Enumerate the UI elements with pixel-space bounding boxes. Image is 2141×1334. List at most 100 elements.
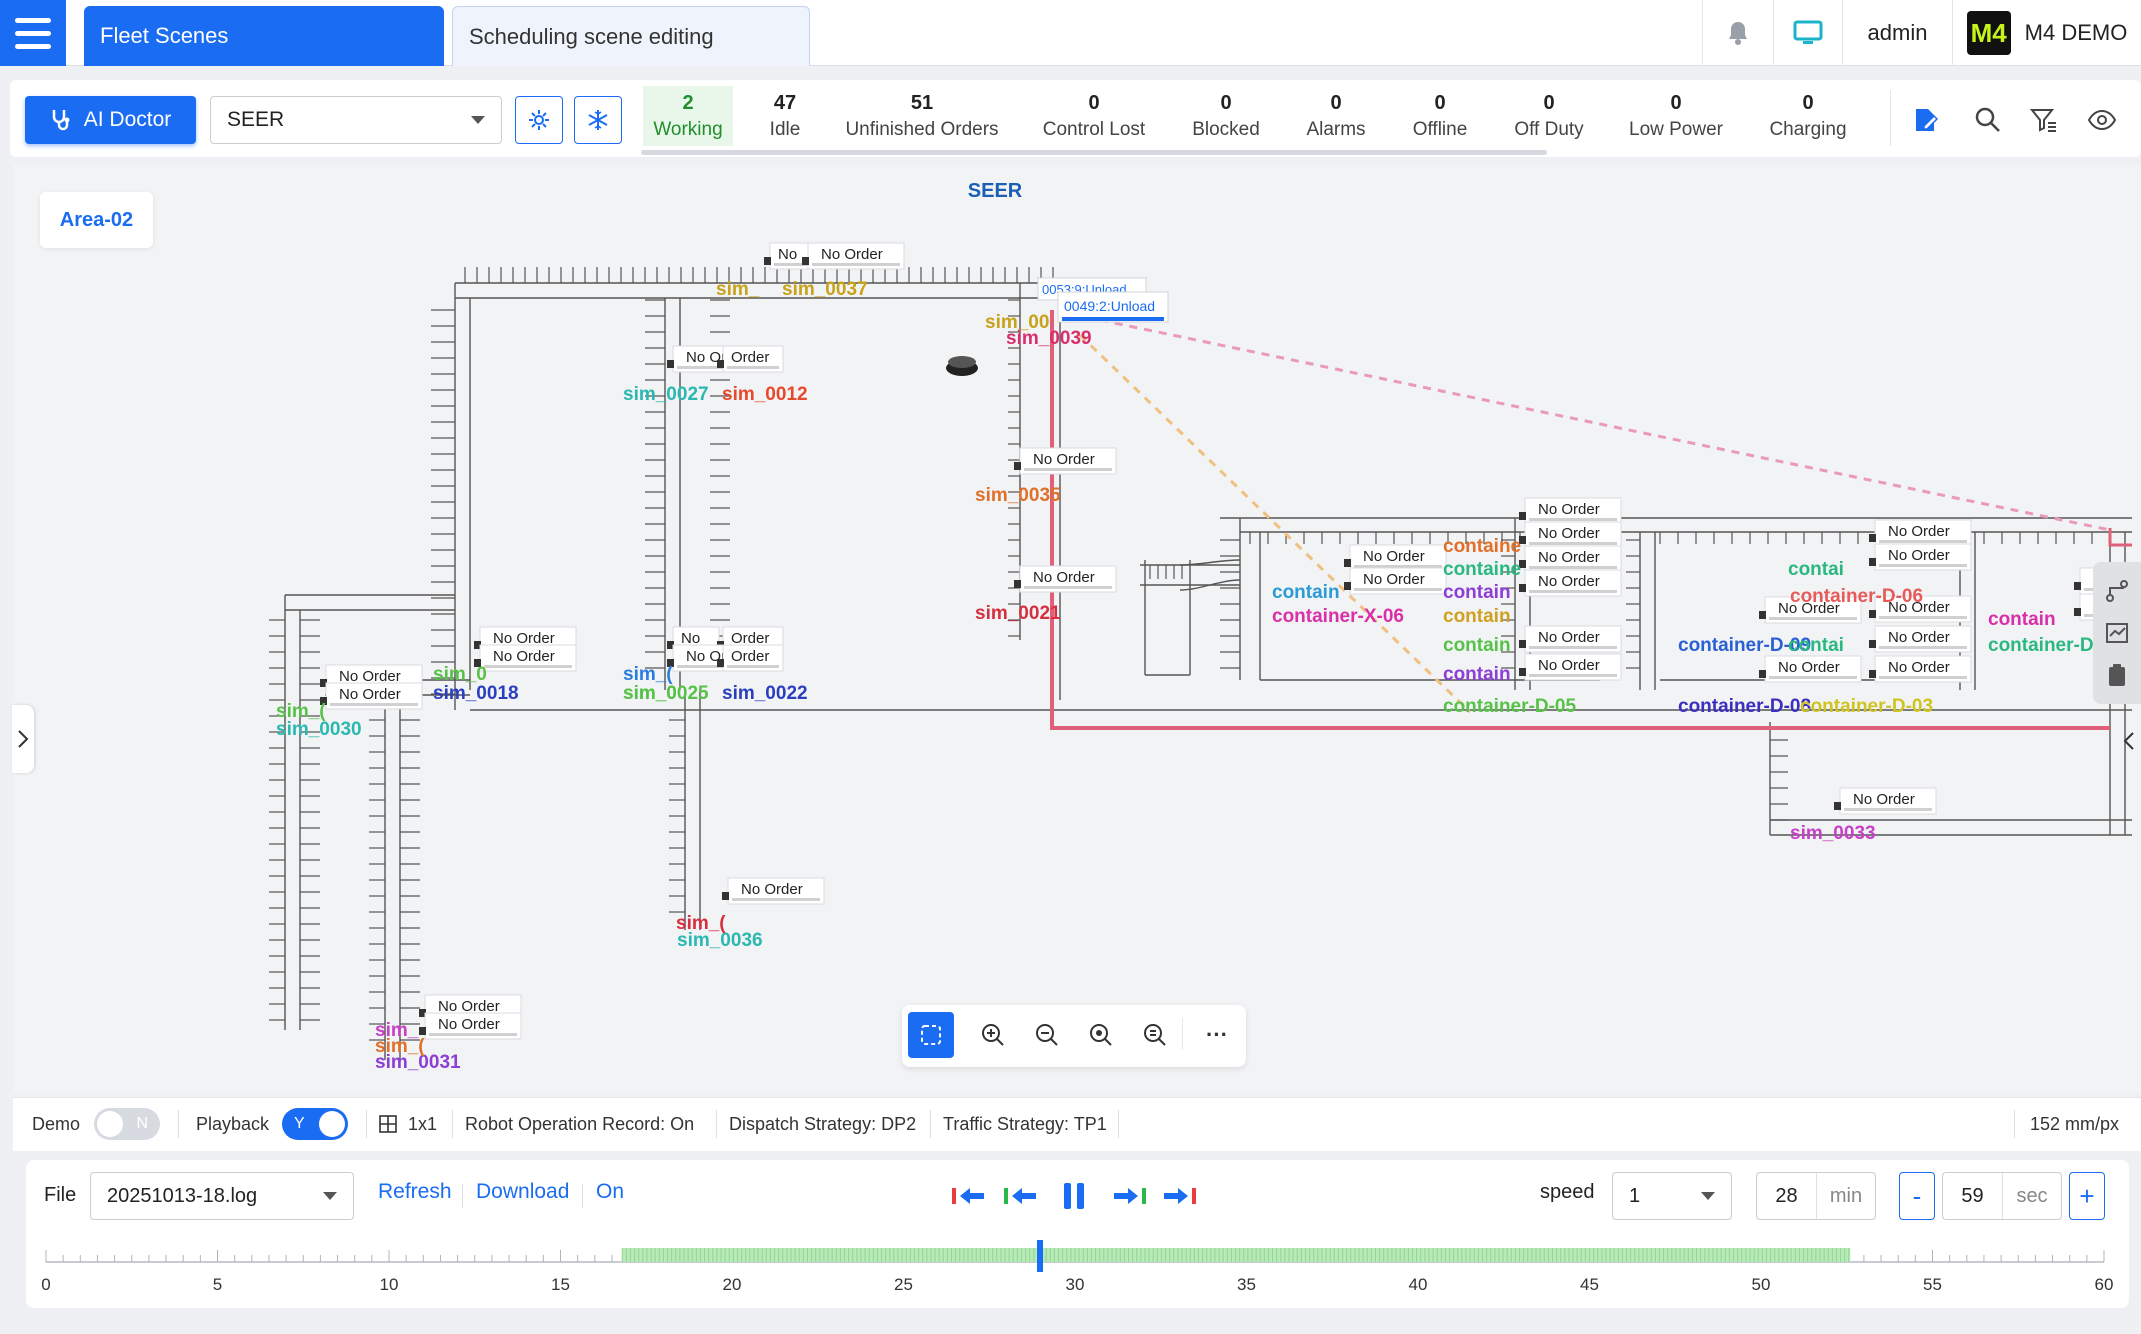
robot-label[interactable]: sim_0027 [623,384,709,405]
no-order-box[interactable]: No Order [474,644,577,672]
robot-label[interactable]: sim_0030 [276,719,362,740]
robot-label[interactable]: sim_( [676,913,726,934]
robot-label[interactable]: sim_( [623,664,673,685]
jump-to-start-button[interactable] [948,1176,988,1216]
no-order-box[interactable]: No Order [1869,625,1972,653]
no-order-box[interactable]: No Order [1834,787,1937,815]
no-order-box[interactable]: No Order [1869,595,1972,623]
stat-charging[interactable]: 0 Charging [1756,86,1860,146]
container-label[interactable]: container-D-0 [1988,635,2110,656]
edit-scene-button[interactable] [1906,100,1946,140]
no-order-box[interactable]: No Order [1519,521,1622,549]
zoom-reset-button[interactable] [1132,1012,1178,1058]
robot-label[interactable]: sim_00 [985,312,1049,333]
grid-setting[interactable]: 1x1 [378,1097,437,1151]
refresh-link[interactable]: Refresh [378,1180,452,1203]
route-icon[interactable] [2104,578,2130,604]
chart-icon[interactable] [2104,620,2130,646]
container-label[interactable]: container-D-06 [1790,586,1923,607]
on-link[interactable]: On [596,1180,625,1203]
robot-icon[interactable] [946,356,978,376]
robot-label[interactable]: sim_0 [623,683,677,704]
container-label[interactable]: container-D-03 [1800,696,1933,717]
robot-label[interactable]: sim_0018 [433,683,519,704]
container-label[interactable]: contai [1788,559,1844,580]
no-order-box[interactable]: No Order [1519,545,1622,573]
notifications-button[interactable] [1702,0,1773,66]
no-order-box[interactable]: No Order [1344,567,1447,595]
left-panel-toggle[interactable] [12,705,34,773]
no-order-box[interactable]: No Order [1519,625,1622,653]
tab-fleet-scenes[interactable]: Fleet Scenes [84,6,444,66]
brand[interactable]: M4 M4 DEMO [1952,0,2141,66]
robot-label[interactable]: sim_0033 [1790,823,1876,844]
box-select-button[interactable] [908,1012,954,1058]
monitor-button[interactable] [1773,0,1842,66]
no-order-box[interactable]: No Order [1869,655,1972,683]
user-name[interactable]: admin [1842,0,1952,66]
ai-doctor-button[interactable]: AI Doctor [25,96,196,144]
task-label-2[interactable]: 0049:2:Unload [1057,291,1169,323]
stat-blocked[interactable]: 0 Blocked [1180,86,1272,146]
stat-control-lost[interactable]: 0 Control Lost [1030,86,1158,146]
right-panel-collapse[interactable] [2118,724,2140,758]
menu-icon[interactable] [0,0,66,66]
container-label[interactable]: contain [1988,609,2056,630]
step-forward-button[interactable] [1110,1176,1150,1216]
no-order-box[interactable]: Order [717,345,784,373]
no-order-box[interactable]: No Order [1869,519,1972,547]
robot-label[interactable]: sim_ [375,1020,419,1041]
stat-offline[interactable]: 0 Offline [1396,86,1484,146]
no-order-box[interactable]: Order [717,644,784,672]
robot-label[interactable]: sim_0036 [677,930,763,951]
container-label[interactable]: container-D-05 [1443,696,1576,717]
download-link[interactable]: Download [476,1180,570,1203]
robot-label[interactable]: sim_0037 [782,279,868,300]
robot-label[interactable]: sim_0035 [975,485,1061,506]
settings-button[interactable] [515,96,563,144]
stat-alarms[interactable]: 0 Alarms [1292,86,1380,146]
robot-label[interactable]: sim_( [276,701,326,722]
no-order-box[interactable]: No Order [1519,497,1622,525]
container-label[interactable]: contain [1443,664,1511,685]
playback-toggle[interactable]: Y [282,1108,348,1140]
no-order-box[interactable]: No Order [1344,544,1447,572]
stat-idle[interactable]: 47 Idle [745,86,825,146]
jump-to-end-button[interactable] [1160,1176,1200,1216]
clipboard-icon[interactable] [2104,662,2130,688]
no-order-box[interactable]: No Order [722,877,825,905]
minutes-input[interactable]: 28 min [1756,1172,1876,1220]
zoom-in-button[interactable] [970,1012,1016,1058]
more-button[interactable]: ··· [1206,1022,1228,1047]
robot-label[interactable]: sim_0031 [375,1052,461,1073]
stat-off-duty[interactable]: 0 Off Duty [1502,86,1596,146]
area-badge[interactable]: Area-02 [40,192,153,248]
stats-scrollbar[interactable] [641,150,1547,155]
robot-label[interactable]: sim_ [716,279,760,300]
container-label[interactable]: containe [1443,536,1521,557]
container-label[interactable]: container-D-08 [1678,696,1811,717]
container-label[interactable]: contain [1443,606,1511,627]
robot-label[interactable]: sim_0039 [1006,328,1092,349]
no-order-box[interactable]: No Order [1014,447,1117,475]
zoom-fit-button[interactable] [1078,1012,1124,1058]
container-label[interactable]: contain [1443,635,1511,656]
demo-toggle[interactable]: N [94,1108,160,1140]
speed-select[interactable]: 1 [1612,1172,1732,1220]
pause-button[interactable] [1054,1176,1094,1216]
filter-button[interactable] [2024,100,2064,140]
freeze-button[interactable] [574,96,622,144]
robot-label[interactable]: sim_0022 [722,683,808,704]
robot-label[interactable]: sim_0012 [722,384,808,405]
zoom-out-button[interactable] [1024,1012,1070,1058]
no-order-box[interactable]: No Order [1519,653,1622,681]
no-order-box[interactable]: No Order [419,1012,522,1040]
robot-label[interactable]: sim_( [375,1036,425,1057]
visibility-button[interactable] [2082,100,2122,140]
tab-scheduling-scene-editing[interactable]: Scheduling scene editing [452,6,810,66]
scene-select[interactable]: SEER [210,96,502,144]
stat-unfinished-orders[interactable]: 51 Unfinished Orders [836,86,1008,146]
